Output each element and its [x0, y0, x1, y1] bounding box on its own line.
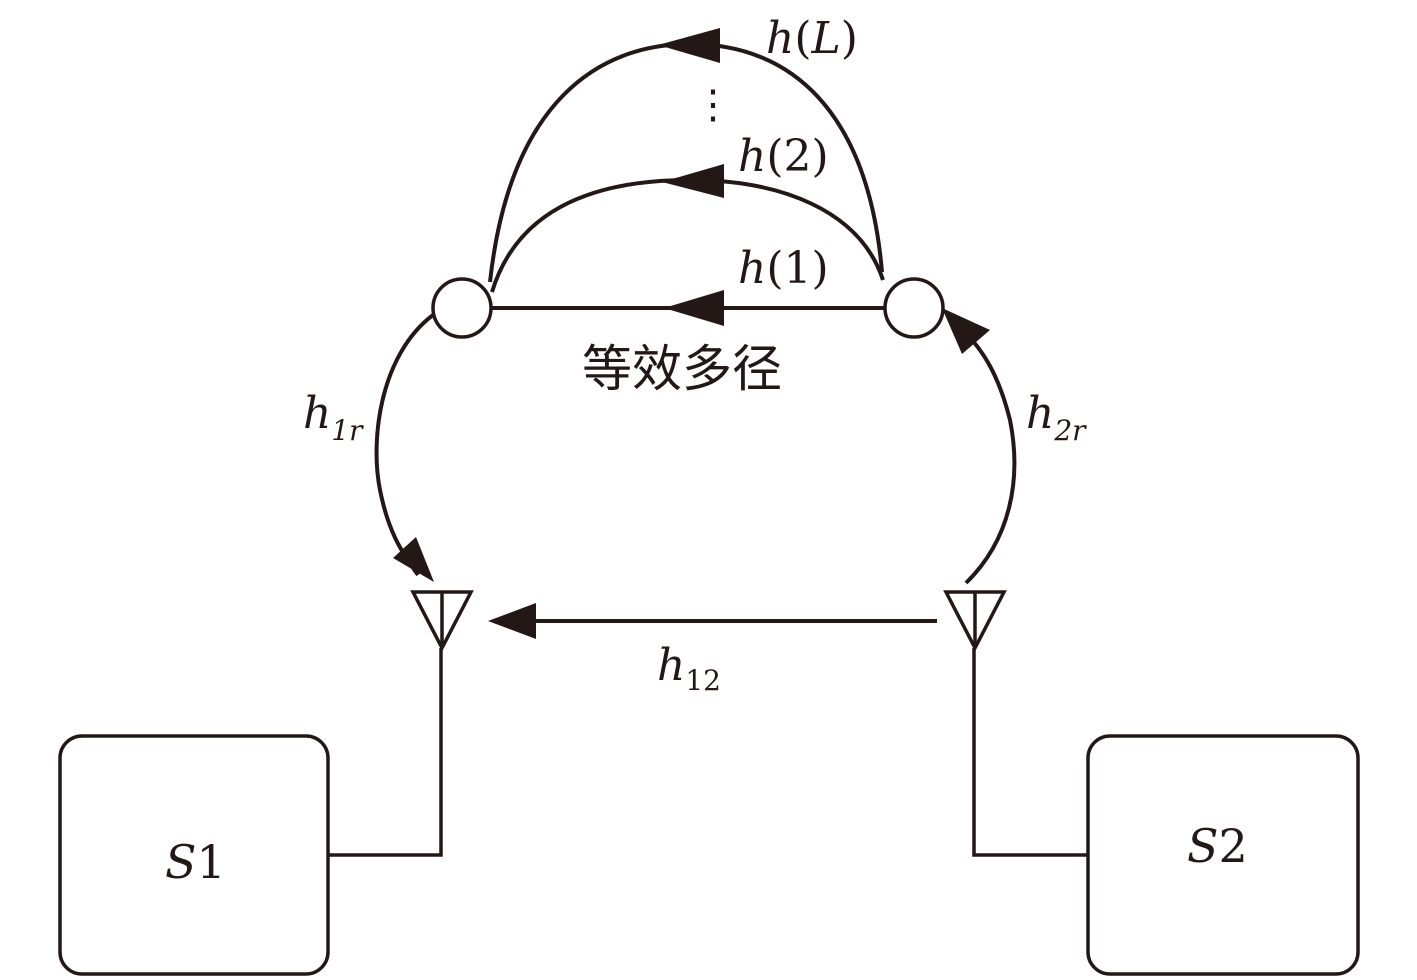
- path-h1r: [374, 313, 435, 577]
- label-hL: h(L): [766, 13, 858, 64]
- right-multipath-node: [883, 277, 945, 339]
- arrowhead-hL: [658, 28, 720, 63]
- label-h2r: h2r: [1026, 388, 1087, 447]
- arrowhead-h12: [488, 603, 536, 639]
- s2-feed-line: [972, 648, 1088, 857]
- label-equivalent-multipath: 等效多径: [582, 340, 782, 398]
- left-multipath-node: [431, 277, 493, 339]
- s2-label: S2: [1187, 819, 1248, 873]
- s1-label: S1: [165, 835, 226, 889]
- path-h2r: [958, 326, 1017, 585]
- s1-feed-line: [328, 648, 443, 857]
- label-h12: h12: [657, 640, 721, 697]
- label-h1: h(1): [738, 243, 829, 294]
- arrowhead-h1: [664, 290, 724, 326]
- label-h1r: h1r: [303, 388, 364, 447]
- s2-antenna-icon: [943, 590, 1007, 652]
- arrowhead-h2r: [942, 308, 990, 354]
- label-dots: ⋮: [693, 82, 733, 128]
- arrowhead-h1r: [393, 537, 434, 582]
- label-h2: h(2): [738, 131, 829, 182]
- arrowhead-h2: [662, 164, 724, 198]
- s1-antenna-icon: [410, 590, 474, 652]
